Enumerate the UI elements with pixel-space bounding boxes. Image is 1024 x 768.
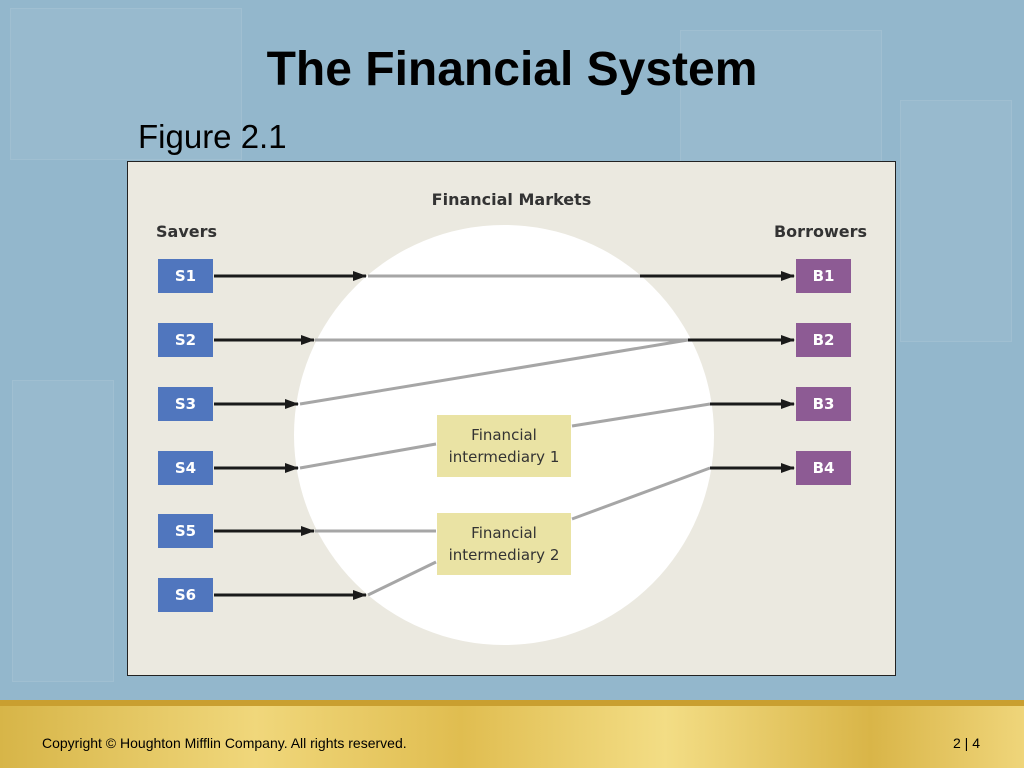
financial-intermediary-2: Financial intermediary 2 [437, 513, 571, 575]
flow-line-s6-fi2 [367, 560, 437, 597]
saver-box-s3: S3 [158, 387, 213, 421]
intermediary-label-line1: Financial [471, 426, 537, 444]
saver-box-s1: S1 [158, 259, 213, 293]
slide-title: The Financial System [266, 43, 758, 96]
background-tile [12, 380, 114, 682]
intermediary-label-line2: intermediary 2 [448, 546, 560, 564]
flow-line-s4-fi1 [299, 442, 437, 470]
flow-line-fi1-b3 [571, 402, 711, 428]
saver-box-s4: S4 [158, 451, 213, 485]
borrower-box-b4: B4 [796, 451, 851, 485]
footer-divider [0, 700, 1024, 706]
background-tile [680, 30, 882, 162]
intermediary-label-line1: Financial [471, 524, 537, 542]
background-tile [900, 100, 1012, 342]
savers-label: Savers [156, 222, 218, 241]
saver-box-s6: S6 [158, 578, 213, 612]
borrower-box-b1: B1 [796, 259, 851, 293]
flow-line-s3-b2 [299, 338, 689, 406]
intermediary-label-line2: intermediary 1 [448, 448, 560, 466]
borrower-box-b3: B3 [796, 387, 851, 421]
background-tile [10, 8, 242, 160]
figure-label: Figure 2.1 [138, 118, 287, 155]
borrowers-label: Borrowers [773, 222, 867, 241]
financial-intermediary-1: Financial intermediary 1 [437, 415, 571, 477]
page-number: 2 | 4 [953, 735, 980, 751]
saver-box-s2: S2 [158, 323, 213, 357]
borrower-box-b2: B2 [796, 323, 851, 357]
financial-markets-label: Financial Markets [431, 190, 592, 209]
financial-system-diagram: Financial Markets Savers Borrowers S1 S2… [127, 161, 896, 676]
saver-box-s5: S5 [158, 514, 213, 548]
copyright-notice: Copyright © Houghton Mifflin Company. Al… [42, 735, 407, 751]
footer-band [0, 700, 1024, 768]
flow-line-fi2-b4 [571, 466, 711, 521]
